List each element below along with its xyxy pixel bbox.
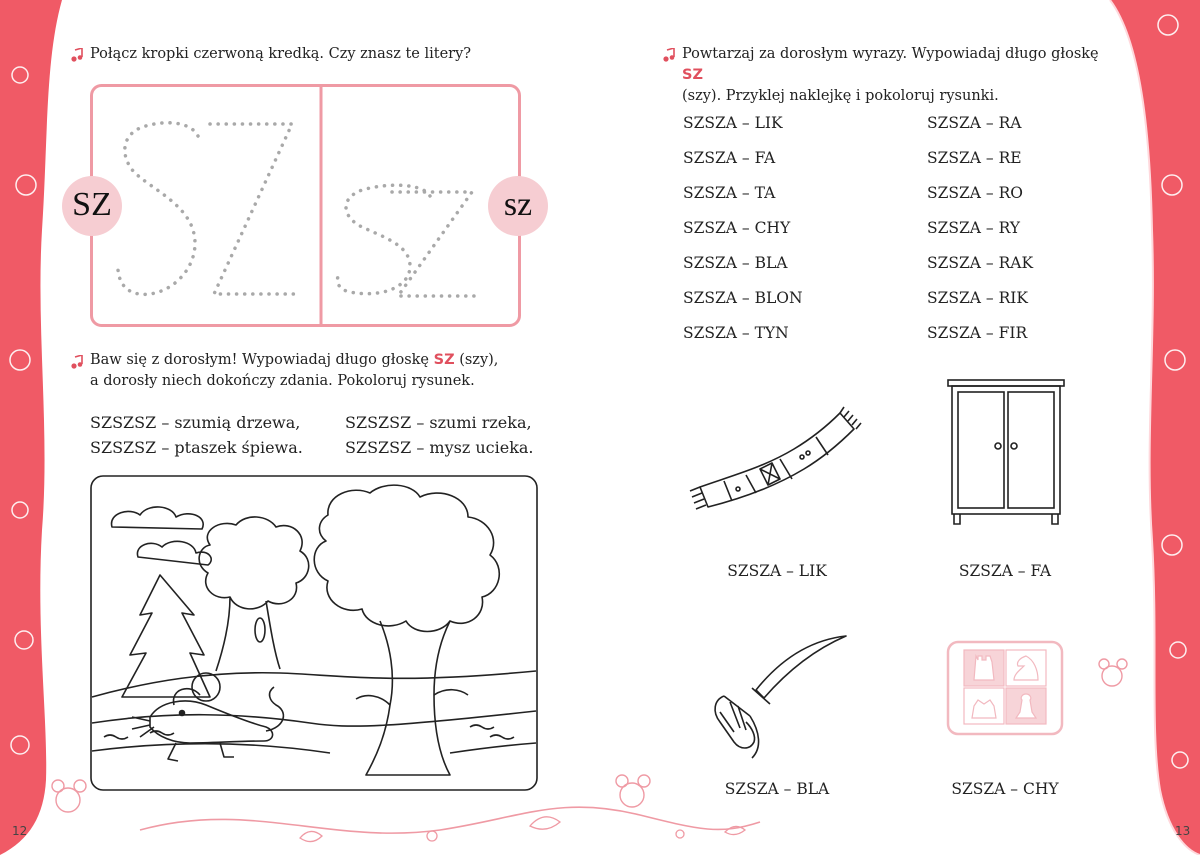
word-list-left: SZSZA – LIK SZSZA – FA SZSZA – TA SZSZA … xyxy=(683,106,803,351)
rhyme-line: SZSZSZ – ptaszek śpiewa. xyxy=(90,438,303,457)
rhyme-column-right: SZSZSZ – szumi rzeka, SZSZSZ – mysz ucie… xyxy=(345,410,534,460)
caption-sabre: SZSZA – BLA xyxy=(724,780,830,798)
instruction-connect-dots: Połącz kropki czerwoną kredką. Czy znasz… xyxy=(90,46,472,62)
instruction-play-with-adult: Baw się z dorosłym! Wypowiadaj długo gło… xyxy=(90,352,499,389)
caption-wardrobe: SZSZA – FA xyxy=(958,562,1052,580)
word-item: SZSZA – TYN xyxy=(683,324,789,342)
word-item: SZSZA – FIR xyxy=(927,324,1028,342)
music-note-icon xyxy=(663,48,675,62)
sabre-icon xyxy=(714,635,847,759)
word-item: SZSZA – RE xyxy=(927,149,1022,167)
music-note-icon xyxy=(71,48,83,62)
badge-uppercase-sz: SZ xyxy=(62,176,122,236)
caption-scarf: SZSZA – LIK xyxy=(727,562,827,580)
highlight-sz: SZ xyxy=(433,352,455,368)
word-item: SZSZA – RAK xyxy=(927,254,1034,272)
highlight-sz: SZ xyxy=(682,67,703,83)
word-item: SZSZA – RA xyxy=(927,114,1022,132)
chess-sticker-icon xyxy=(946,640,1064,736)
word-item: SZSZA – BLA xyxy=(683,254,788,272)
word-item: SZSZA – FA xyxy=(683,149,776,167)
word-item: SZSZA – RIK xyxy=(927,289,1028,307)
word-item: SZSZA – RO xyxy=(927,184,1023,202)
instruction-repeat-words: Powtarzaj za dorosłym wyrazy. Wypowiadaj… xyxy=(682,46,1099,104)
word-list-right: SZSZA – RA SZSZA – RE SZSZA – RO SZSZA –… xyxy=(927,106,1033,351)
page-number-left: 12 xyxy=(12,824,28,838)
page-number-right: 13 xyxy=(1175,824,1191,838)
music-note-icon xyxy=(71,355,83,369)
rhyme-column-left: SZSZSZ – szumią drzewa, SZSZSZ – ptaszek… xyxy=(90,410,303,460)
rhyme-line: SZSZSZ – mysz ucieka. xyxy=(345,438,534,457)
word-item: SZSZA – RY xyxy=(927,219,1020,237)
rhyme-line: SZSZSZ – szumią drzewa, xyxy=(90,413,301,432)
word-item: SZSZA – LIK xyxy=(683,114,783,132)
coloring-picture-forest xyxy=(90,475,538,791)
badge-lowercase-sz: sz xyxy=(488,176,548,236)
wardrobe-icon xyxy=(947,379,1065,525)
scarf-icon xyxy=(689,406,862,510)
caption-chess: SZSZA – CHY xyxy=(951,780,1059,798)
rhyme-line: SZSZSZ – szumi rzeka, xyxy=(345,413,532,432)
letter-tracing-frame xyxy=(90,84,521,327)
word-item: SZSZA – TA xyxy=(683,184,776,202)
word-item: SZSZA – CHY xyxy=(683,219,791,237)
word-item: SZSZA – BLON xyxy=(683,289,803,307)
